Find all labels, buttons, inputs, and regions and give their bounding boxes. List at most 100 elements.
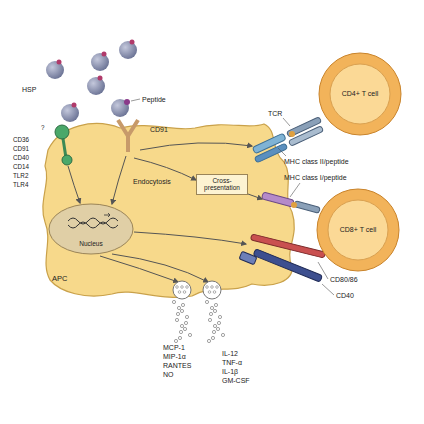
part-label: CD36 <box>13 137 29 144</box>
illustration-part <box>211 336 214 339</box>
illustration-part <box>87 77 105 95</box>
part-label: ? <box>41 125 45 132</box>
illustration-part <box>239 251 257 264</box>
illustration-part <box>248 194 262 199</box>
part-label: TCR <box>268 110 282 118</box>
illustration-part <box>177 306 180 309</box>
illustration-part <box>181 286 184 289</box>
illustration-part <box>180 324 183 327</box>
node-label: CD4+ T cell <box>342 90 379 98</box>
cytokine-label: NO <box>163 371 174 379</box>
illustration-part <box>214 303 217 306</box>
illustration-part <box>212 330 215 333</box>
illustration-part <box>205 300 208 303</box>
illustration-part <box>278 148 286 156</box>
part-label: TLR2 <box>13 173 28 180</box>
illustration-part <box>288 126 323 147</box>
cd8-t-cell: CD8+ T cell <box>316 188 400 272</box>
node-label: CD8+ T cell <box>340 226 377 234</box>
hsp-molecules <box>46 40 137 123</box>
cell-label: APC <box>52 275 67 283</box>
illustration-part <box>211 286 214 289</box>
part-label: HSP <box>22 86 36 94</box>
illustration-part <box>184 321 187 324</box>
illustration-part <box>318 262 328 279</box>
illustration-part <box>213 309 216 312</box>
cytokine-label: IL-1β <box>222 368 238 376</box>
illustration-part <box>134 232 246 244</box>
illustration-part <box>253 249 322 282</box>
nucleus-outline <box>48 203 134 255</box>
illustration-part <box>43 124 294 298</box>
part-label: CD40 <box>13 155 29 162</box>
node-label: Nucleus <box>79 240 102 247</box>
cytokine-label: MIP-1α <box>163 353 186 361</box>
part-label: Peptide <box>142 96 166 104</box>
illustration-part <box>207 339 210 342</box>
secretory-vesicles <box>173 281 221 299</box>
illustration-part <box>294 201 321 214</box>
illustration-part <box>175 318 178 321</box>
cytokine-label: TNF-α <box>222 359 242 367</box>
illustration-part <box>111 99 129 117</box>
illustration-part <box>98 76 103 81</box>
mhc-class-ii <box>252 133 287 163</box>
illustration-part <box>176 312 179 315</box>
cytokine-label: IL-12 <box>222 350 238 358</box>
illustration-part <box>183 291 186 294</box>
illustration-part <box>217 321 220 324</box>
illustration-part <box>130 40 135 45</box>
part-label: MHC class II/peptide <box>284 158 349 166</box>
cd4-t-cell: CD4+ T cell <box>318 52 402 136</box>
illustration-part <box>68 222 118 228</box>
illustration-part <box>188 333 191 336</box>
illustration-part <box>124 99 130 105</box>
cross-presentation-box: Cross-presentation <box>196 174 248 195</box>
illustration-part <box>221 333 224 336</box>
illustration-part <box>68 218 118 224</box>
illustration-part <box>290 183 300 197</box>
apc-cell: APC Nucleus Cross-presentation <box>40 115 298 305</box>
illustration-part <box>131 99 140 101</box>
illustration-part <box>112 254 208 282</box>
cytokine-label: GM-CSF <box>222 377 250 385</box>
illustration-part <box>46 61 64 79</box>
illustration-part <box>140 143 252 150</box>
cd40-ligand <box>239 249 322 282</box>
part-label: CD80/86 <box>330 276 358 284</box>
illustration-part <box>102 52 107 57</box>
illustration-part <box>181 303 184 306</box>
illustration-part <box>262 192 295 207</box>
illustration-part <box>206 286 209 289</box>
process-label: Cross-presentation <box>199 177 245 192</box>
cd91-receptor <box>118 120 138 152</box>
illustration-part <box>176 286 179 289</box>
illustration-part <box>180 309 183 312</box>
illustration-part <box>317 189 399 271</box>
illustration-part <box>291 202 297 208</box>
illustration-part <box>49 204 133 254</box>
part-label: CD91 <box>150 126 168 134</box>
illustration-part <box>179 330 182 333</box>
illustration-part <box>209 312 212 315</box>
illustration-part <box>185 315 188 318</box>
illustration-part <box>208 318 211 321</box>
illustration-part <box>100 256 178 282</box>
illustration-part <box>55 125 69 139</box>
part-label: Endocytosis <box>133 178 171 186</box>
illustration-part <box>186 286 189 289</box>
part-label: CD91 <box>13 146 29 153</box>
cytokine-label: MCP-1 <box>163 344 185 352</box>
illustration-part <box>61 104 79 122</box>
part-label: TLR4 <box>13 182 28 189</box>
illustration-part <box>183 327 186 330</box>
illustration-part <box>322 284 334 295</box>
illustration-part <box>218 315 221 318</box>
illustration-part <box>208 291 211 294</box>
illustration-part <box>118 120 138 136</box>
illustration-part <box>178 291 181 294</box>
cytokine-dots <box>172 286 224 343</box>
illustration-part <box>112 156 126 204</box>
illustration-part <box>72 103 77 108</box>
